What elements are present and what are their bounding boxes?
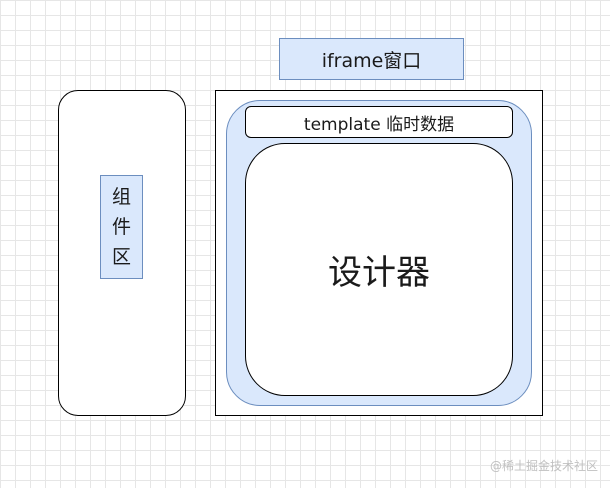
designer-area-label: 设计器 bbox=[328, 253, 430, 293]
iframe-window-label: iframe窗口 bbox=[279, 38, 464, 80]
component-area-label-char-3: 区 bbox=[111, 246, 131, 268]
component-area-label-char-1: 组 bbox=[111, 186, 131, 208]
template-temp-data-label: template 临时数据 bbox=[245, 106, 513, 138]
designer-area: 设计器 bbox=[245, 143, 513, 396]
component-area-label: 组 件 区 bbox=[100, 175, 143, 279]
component-area-label-char-2: 件 bbox=[111, 216, 131, 238]
template-temp-data-label-text: template 临时数据 bbox=[303, 114, 455, 135]
iframe-window-label-text: iframe窗口 bbox=[321, 49, 422, 72]
watermark: @稀土掘金技术社区 bbox=[489, 459, 598, 473]
